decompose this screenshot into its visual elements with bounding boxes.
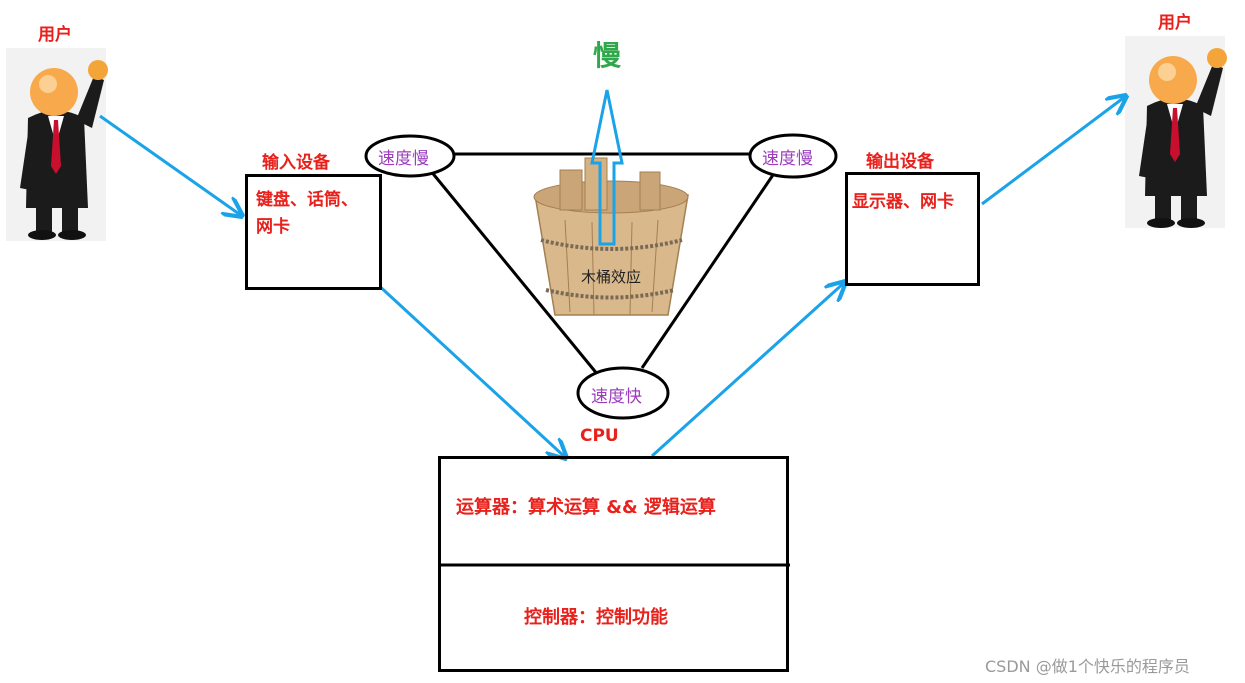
arrow-output-to-user xyxy=(981,96,1126,206)
speed-fast-label: 速度快 xyxy=(591,387,642,407)
output-device-line1: 显示器、网卡 xyxy=(852,192,954,212)
user-left-figure xyxy=(20,60,108,240)
arrow-input-to-cpu xyxy=(373,280,566,458)
cpu-control-text: 控制器：控制功能 xyxy=(524,607,668,628)
speed-slow-right-ellipse xyxy=(748,133,838,179)
triangle-right-edge xyxy=(640,171,777,369)
speed-slow-right-label: 速度慢 xyxy=(762,149,813,169)
output-device-title: 输出设备 xyxy=(866,152,934,172)
output-device-box xyxy=(845,172,980,286)
user-right-figure xyxy=(1139,48,1227,228)
input-device-title: 输入设备 xyxy=(262,153,330,173)
user-right-label: 用户 xyxy=(1158,13,1192,33)
slow-label: 慢 xyxy=(593,39,622,72)
wooden-bucket-icon xyxy=(533,157,689,316)
cpu-box xyxy=(438,456,789,672)
watermark: CSDN @做1个快乐的程序员 xyxy=(985,657,1190,676)
speed-slow-left-ellipse xyxy=(364,134,456,178)
arrow-user-to-input xyxy=(99,114,242,216)
arrow-cpu-to-output xyxy=(650,282,845,458)
input-device-box xyxy=(245,174,382,290)
speed-fast-ellipse xyxy=(576,366,670,420)
slow-up-arrow xyxy=(590,89,624,246)
bucket-label: 木桶效应 xyxy=(581,268,641,286)
speed-slow-left-label: 速度慢 xyxy=(378,149,429,169)
input-device-line2: 网卡 xyxy=(256,217,290,237)
user-left-label: 用户 xyxy=(38,25,72,45)
input-device-line1: 键盘、话筒、 xyxy=(256,190,358,210)
cpu-alu-text: 运算器：算术运算 && 逻辑运算 xyxy=(456,497,716,518)
triangle-left-edge xyxy=(428,169,600,376)
cpu-title: CPU xyxy=(580,426,619,446)
